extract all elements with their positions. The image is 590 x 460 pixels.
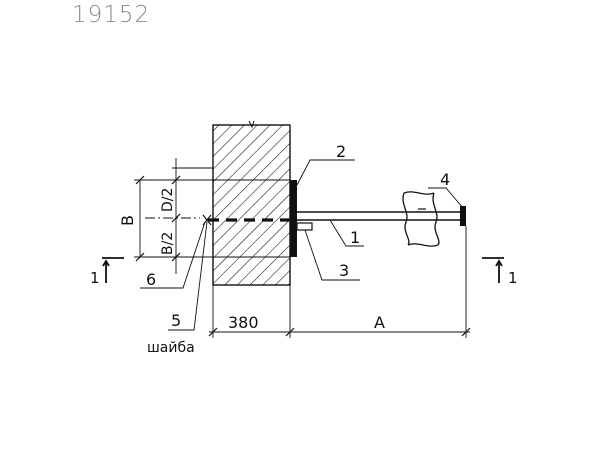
stiffener [296, 222, 313, 231]
leader-1 [329, 219, 364, 247]
leader-4 [428, 187, 464, 209]
dim-380-label: 380 [228, 313, 259, 332]
leader-6 [140, 221, 206, 289]
leader-3 [304, 229, 360, 281]
dim-d-half-label: D/2 [160, 188, 176, 212]
section-mark-right [482, 257, 504, 283]
section-mark-left [102, 257, 124, 283]
dim-b-half-label: В/2 [160, 232, 176, 255]
section-left-label: 1 [90, 269, 100, 287]
callout-1-label: 1 [350, 228, 360, 247]
dim-b-label: В [118, 215, 137, 226]
callout-2-label: 2 [336, 142, 346, 161]
leader-5 [168, 221, 208, 331]
dim-a-label: А [374, 313, 385, 332]
dim-bottom-ticks [208, 327, 471, 337]
callout-4-label: 4 [440, 170, 450, 189]
wall-section [212, 124, 291, 286]
section-right-label: 1 [508, 269, 518, 287]
embedded-plate [290, 180, 297, 257]
dim-b-ticks [135, 175, 145, 262]
callout-3-label: 3 [339, 261, 349, 280]
callout-6-label: 6 [146, 270, 156, 289]
pipe-break-symbol [402, 191, 440, 247]
leader-2 [296, 159, 355, 186]
wall-break-top [248, 120, 255, 129]
washer-label: шайба [147, 340, 195, 356]
callout-5-label: 5 [171, 311, 181, 330]
pipe-end-cap [460, 206, 466, 226]
sheet-number: 19152 [72, 2, 151, 28]
dim-half-ticks [171, 175, 181, 262]
